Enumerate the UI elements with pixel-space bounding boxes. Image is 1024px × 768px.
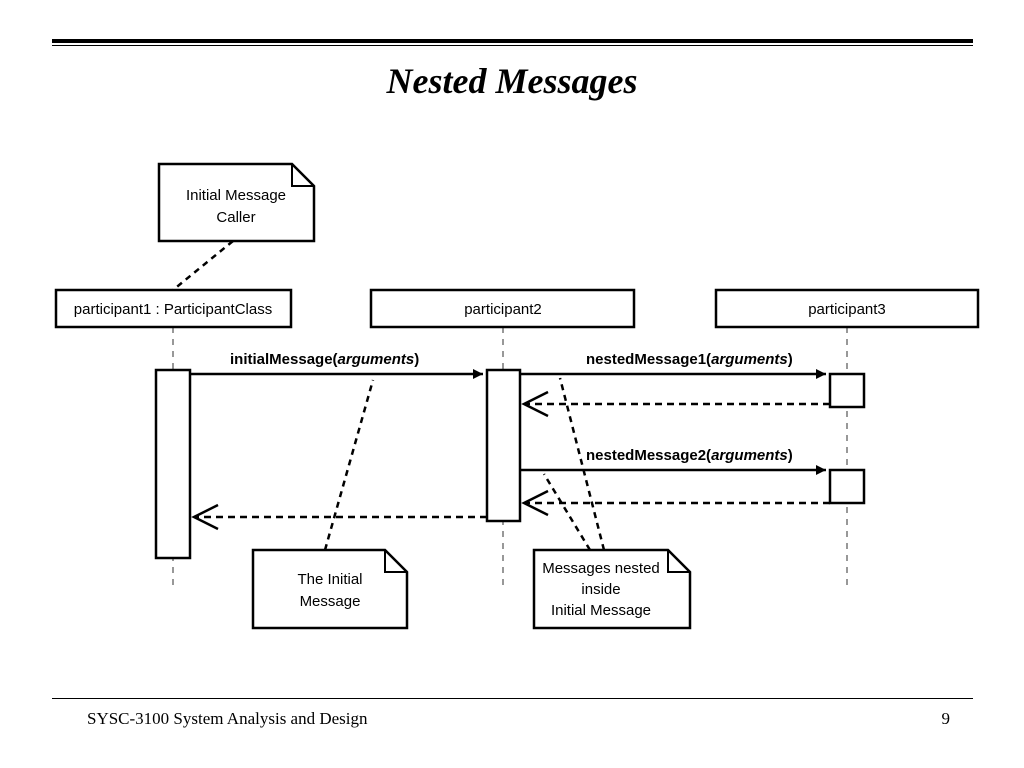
note-caller-line2: Caller: [216, 209, 255, 226]
footer-course: SYSC-3100 System Analysis and Design: [87, 709, 368, 728]
message-nested1-name: nestedMessage1(: [586, 351, 711, 368]
note-nested-line2: inside: [581, 581, 620, 598]
message-initial-args: arguments: [338, 351, 415, 368]
participant1-label: participant1 : ParticipantClass: [74, 301, 272, 318]
message-nested2-name: nestedMessage2(: [586, 447, 711, 464]
message-nested1-args: arguments: [711, 351, 788, 368]
note-initial-message: The Initial Message: [251, 548, 409, 630]
note-nested-line1: Messages nested: [542, 560, 660, 577]
note-initial-connector: [323, 379, 375, 551]
note-nested-line3: Initial Message: [551, 602, 651, 619]
participant3-box: participant3: [714, 288, 980, 329]
activation-participant1: [154, 368, 192, 560]
participant3-label: participant3: [808, 301, 886, 318]
participant2-box: participant2: [369, 288, 636, 329]
note-caller: Initial Message Caller: [157, 162, 316, 243]
page-number: 9: [941, 709, 951, 728]
activation-participant3-b: [828, 468, 866, 505]
activation-participant3-a: [828, 372, 866, 409]
message-nested1-label: nestedMessage1(arguments): [586, 351, 793, 368]
note-initial-line2: Message: [300, 593, 361, 610]
message-initial-label: initialMessage(arguments): [230, 351, 419, 368]
note-caller-connector: [172, 240, 234, 291]
message-initial-return-arrowhead: [191, 503, 219, 531]
message-nested2-close: ): [788, 447, 793, 464]
footer-rule: [52, 698, 973, 699]
note-initial-line1: The Initial: [297, 571, 362, 588]
participant1-box: participant1 : ParticipantClass: [54, 288, 293, 329]
message-nested1-return-arrowhead: [521, 390, 549, 418]
note-nested-connector-2: [542, 473, 592, 551]
message-nested2-args: arguments: [711, 447, 788, 464]
participant2-label: participant2: [464, 301, 542, 318]
note-caller-line1: Initial Message: [186, 187, 286, 204]
activation-participant2: [485, 368, 522, 523]
message-initial-close: ): [414, 351, 419, 368]
sequence-diagram: participant1 : ParticipantClass particip…: [54, 162, 980, 630]
note-nested-messages: Messages nested inside Initial Message: [532, 548, 692, 630]
message-nested1-close: ): [788, 351, 793, 368]
message-nested2-label: nestedMessage2(arguments): [586, 447, 793, 464]
note-nested-connector-1: [558, 377, 606, 551]
message-initial-name: initialMessage(: [230, 351, 338, 368]
header-rule-thin: [52, 45, 973, 46]
slide-title: Nested Messages: [386, 61, 638, 101]
message-nested2-return-arrowhead: [521, 489, 549, 517]
header-rule-thick: [52, 39, 973, 43]
